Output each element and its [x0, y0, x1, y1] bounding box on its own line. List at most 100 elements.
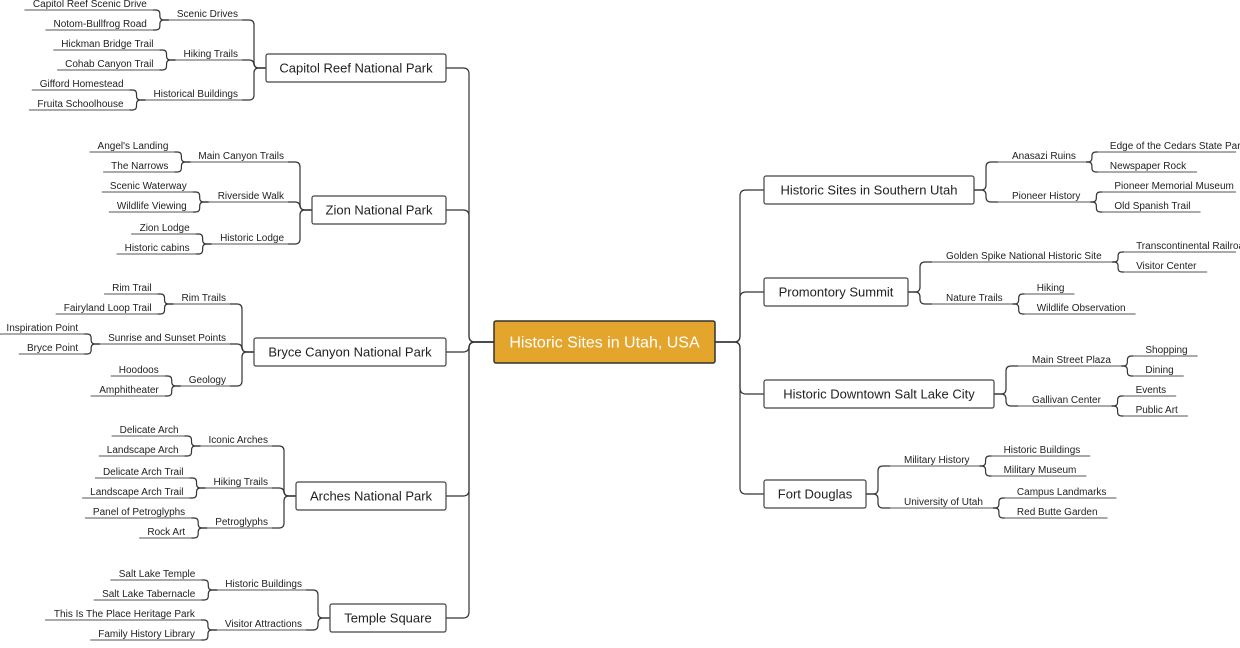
branch-promontory-summit-sub-nature-trails[interactable]: Nature Trails — [946, 293, 1003, 304]
branch-capitol-reef-national-park-leaf-capitol-reef-scenic-drive: Capitol Reef Scenic Drive — [33, 0, 147, 10]
branch-historic-downtown-salt-lake-city-label: Historic Downtown Salt Lake City — [783, 387, 975, 402]
branch-zion-national-park-leaf-historic-cabins-edge — [195, 243, 212, 255]
connector-layer — [0, 9, 1236, 641]
root-node-label: Historic Sites in Utah, USA — [509, 335, 700, 352]
branch-historic-sites-in-southern-utah-leaf-pioneer-memorial-museum-edge — [1090, 191, 1103, 203]
branch-historic-sites-in-southern-utah-label: Historic Sites in Southern Utah — [780, 183, 957, 198]
branch-historic-sites-in-southern-utah-edge-sub-0 — [974, 161, 998, 191]
branch-zion-national-park-leaf-wildlife-viewing-edge — [192, 201, 209, 213]
branch-bryce-canyon-national-park-label: Bryce Canyon National Park — [268, 345, 432, 360]
branch-temple-square-edge-sub-0 — [306, 589, 330, 619]
branch-fort-douglas-leaf-historic-buildings: Historic Buildings — [1004, 445, 1081, 456]
branch-bryce-canyon-national-park-leaf-rim-trail: Rim Trail — [112, 283, 151, 294]
branch-promontory-summit-leaf-wildlife-observation: Wildlife Observation — [1037, 303, 1126, 314]
branch-arches-national-park-leaf-landscape-arch: Landscape Arch — [107, 445, 179, 456]
branch-arches-national-park[interactable]: Arches National Park — [295, 481, 447, 511]
branch-capitol-reef-national-park-leaf-capitol-reef-scenic-drive-edge — [152, 9, 169, 21]
branch-arches-national-park-leaf-landscape-arch-edge — [184, 445, 201, 457]
branch-arches-national-park-leaf-delicate-arch-edge — [184, 435, 201, 447]
branch-historic-downtown-salt-lake-city-edge-sub-1 — [994, 393, 1018, 407]
branch-bryce-canyon-national-park-leaf-bryce-point-edge — [84, 343, 101, 355]
branch-temple-square-leaf-this-is-the-place-heritage-park: This Is The Place Heritage Park — [54, 609, 196, 620]
branch-bryce-canyon-national-park-leaf-inspiration-point: Inspiration Point — [6, 323, 78, 334]
branch-historic-sites-in-southern-utah-sub-anasazi-ruins[interactable]: Anasazi Ruins — [1012, 151, 1076, 162]
branch-promontory-summit-leaf-transcontinental-railroad-edge — [1112, 251, 1125, 263]
branch-historic-sites-in-southern-utah-leaf-old-spanish-trail-edge — [1090, 201, 1103, 213]
branch-zion-national-park[interactable]: Zion National Park — [311, 195, 447, 225]
branch-fort-douglas-leaf-campus-landmarks-edge — [992, 497, 1005, 509]
branch-historic-downtown-salt-lake-city-sub-gallivan-center[interactable]: Gallivan Center — [1032, 395, 1102, 406]
branch-capitol-reef-national-park-sub-hiking-trails[interactable]: Hiking Trails — [184, 49, 238, 60]
branch-historic-sites-in-southern-utah-sub-pioneer-history[interactable]: Pioneer History — [1012, 191, 1080, 202]
branch-temple-square-leaf-family-history-library-edge — [200, 629, 217, 641]
branch-zion-national-park-sub-riverside-walk[interactable]: Riverside Walk — [218, 191, 285, 202]
branch-arches-national-park-leaf-panel-of-petroglyphs-edge — [191, 517, 208, 529]
branch-zion-national-park-leaf-zion-lodge-edge — [195, 233, 212, 245]
branch-arches-national-park-leaf-delicate-arch-trail-edge — [189, 477, 206, 489]
branch-fort-douglas-leaf-military-museum-edge — [979, 465, 992, 477]
branch-zion-national-park-leaf-the-narrows: The Narrows — [111, 161, 168, 172]
branch-promontory-summit-leaf-hiking-edge — [1012, 293, 1025, 305]
branch-fort-douglas-leaf-red-butte-garden-edge — [992, 507, 1005, 519]
root-node[interactable]: Historic Sites in Utah, USA — [493, 320, 716, 364]
branch-bryce-canyon-national-park-leaf-amphitheater: Amphitheater — [99, 385, 159, 396]
branch-promontory-summit[interactable]: Promontory Summit — [763, 277, 909, 307]
branch-capitol-reef-national-park-leaf-hickman-bridge-trail: Hickman Bridge Trail — [61, 39, 153, 50]
branch-fort-douglas[interactable]: Fort Douglas — [763, 479, 867, 509]
branch-arches-national-park-leaf-rock-art: Rock Art — [147, 527, 185, 538]
branch-bryce-canyon-national-park-edge-sub-0 — [230, 303, 254, 353]
edge-root-right-1 — [715, 291, 764, 343]
branch-arches-national-park-leaf-delicate-arch: Delicate Arch — [120, 425, 179, 436]
branch-bryce-canyon-national-park-leaf-fairyland-loop-trail: Fairyland Loop Trail — [64, 303, 152, 314]
branch-zion-national-park-leaf-historic-cabins: Historic cabins — [125, 243, 190, 254]
branch-capitol-reef-national-park[interactable]: Capitol Reef National Park — [265, 53, 447, 83]
branch-zion-national-park-leaf-the-narrows-edge — [174, 161, 191, 173]
branch-arches-national-park-leaf-landscape-arch-trail-edge — [189, 487, 206, 499]
branch-arches-national-park-sub-hiking-trails[interactable]: Hiking Trails — [214, 477, 268, 488]
branch-fort-douglas-edge-sub-0 — [866, 465, 890, 495]
branch-temple-square-sub-historic-buildings[interactable]: Historic Buildings — [225, 579, 302, 590]
branch-bryce-canyon-national-park[interactable]: Bryce Canyon National Park — [253, 337, 447, 367]
branch-fort-douglas-sub-university-of-utah[interactable]: University of Utah — [904, 497, 983, 508]
branch-arches-national-park-sub-petroglyphs[interactable]: Petroglyphs — [215, 517, 268, 528]
branch-bryce-canyon-national-park-sub-sunrise-and-sunset-points[interactable]: Sunrise and Sunset Points — [108, 333, 226, 344]
branch-temple-square-box — [329, 603, 447, 633]
branch-zion-national-park-box — [311, 195, 447, 225]
branch-promontory-summit-sub-golden-spike-national-historic-site[interactable]: Golden Spike National Historic Site — [946, 251, 1102, 262]
branch-capitol-reef-national-park-leaf-notom-bullfrog-road-edge — [152, 19, 169, 31]
branch-zion-national-park-sub-historic-lodge[interactable]: Historic Lodge — [220, 233, 284, 244]
branch-temple-square-edge-sub-1 — [306, 617, 330, 631]
branch-capitol-reef-national-park-edge-sub-2 — [242, 67, 266, 101]
branch-historic-downtown-salt-lake-city-leaf-dining-edge — [1121, 365, 1134, 377]
branch-zion-national-park-leaf-zion-lodge: Zion Lodge — [140, 223, 190, 234]
branch-temple-square[interactable]: Temple Square — [329, 603, 447, 633]
branch-historic-downtown-salt-lake-city[interactable]: Historic Downtown Salt Lake City — [763, 379, 995, 409]
branch-promontory-summit-edge-sub-0 — [908, 261, 932, 293]
branch-capitol-reef-national-park-leaf-gifford-homestead-edge — [129, 89, 146, 101]
branch-arches-national-park-sub-iconic-arches[interactable]: Iconic Arches — [209, 435, 268, 446]
branch-promontory-summit-leaf-hiking: Hiking — [1037, 283, 1065, 294]
branch-historic-downtown-salt-lake-city-sub-main-street-plaza[interactable]: Main Street Plaza — [1032, 355, 1111, 366]
branch-bryce-canyon-national-park-leaf-fairyland-loop-trail-edge — [157, 303, 174, 315]
branch-promontory-summit-edge-sub-1 — [908, 291, 932, 305]
branch-capitol-reef-national-park-sub-historical-buildings[interactable]: Historical Buildings — [154, 89, 238, 100]
branch-temple-square-sub-visitor-attractions[interactable]: Visitor Attractions — [225, 619, 302, 630]
branch-zion-national-park-sub-main-canyon-trails[interactable]: Main Canyon Trails — [198, 151, 284, 162]
branch-capitol-reef-national-park-leaf-notom-bullfrog-road: Notom-Bullfrog Road — [53, 19, 146, 30]
branch-historic-downtown-salt-lake-city-leaf-public-art: Public Art — [1136, 405, 1178, 416]
branch-fort-douglas-sub-military-history[interactable]: Military History — [904, 455, 970, 466]
branch-historic-downtown-salt-lake-city-leaf-public-art-edge — [1111, 405, 1124, 417]
branch-capitol-reef-national-park-sub-scenic-drives[interactable]: Scenic Drives — [177, 9, 238, 20]
branch-promontory-summit-label: Promontory Summit — [779, 285, 894, 300]
branch-bryce-canyon-national-park-sub-rim-trails[interactable]: Rim Trails — [182, 293, 226, 304]
branch-temple-square-leaf-salt-lake-temple-edge — [201, 579, 218, 591]
branch-fort-douglas-edge-sub-1 — [866, 493, 890, 509]
branch-bryce-canyon-national-park-sub-geology[interactable]: Geology — [189, 375, 226, 386]
branch-historic-sites-in-southern-utah-edge-sub-1 — [974, 189, 998, 203]
branch-historic-sites-in-southern-utah-leaf-newspaper-rock-edge — [1085, 161, 1098, 173]
branch-bryce-canyon-national-park-leaf-hoodoos-edge — [164, 375, 181, 387]
branch-historic-sites-in-southern-utah[interactable]: Historic Sites in Southern Utah — [763, 175, 975, 205]
branch-capitol-reef-national-park-leaf-fruita-schoolhouse: Fruita Schoolhouse — [37, 99, 124, 110]
branch-fort-douglas-label: Fort Douglas — [778, 487, 853, 502]
